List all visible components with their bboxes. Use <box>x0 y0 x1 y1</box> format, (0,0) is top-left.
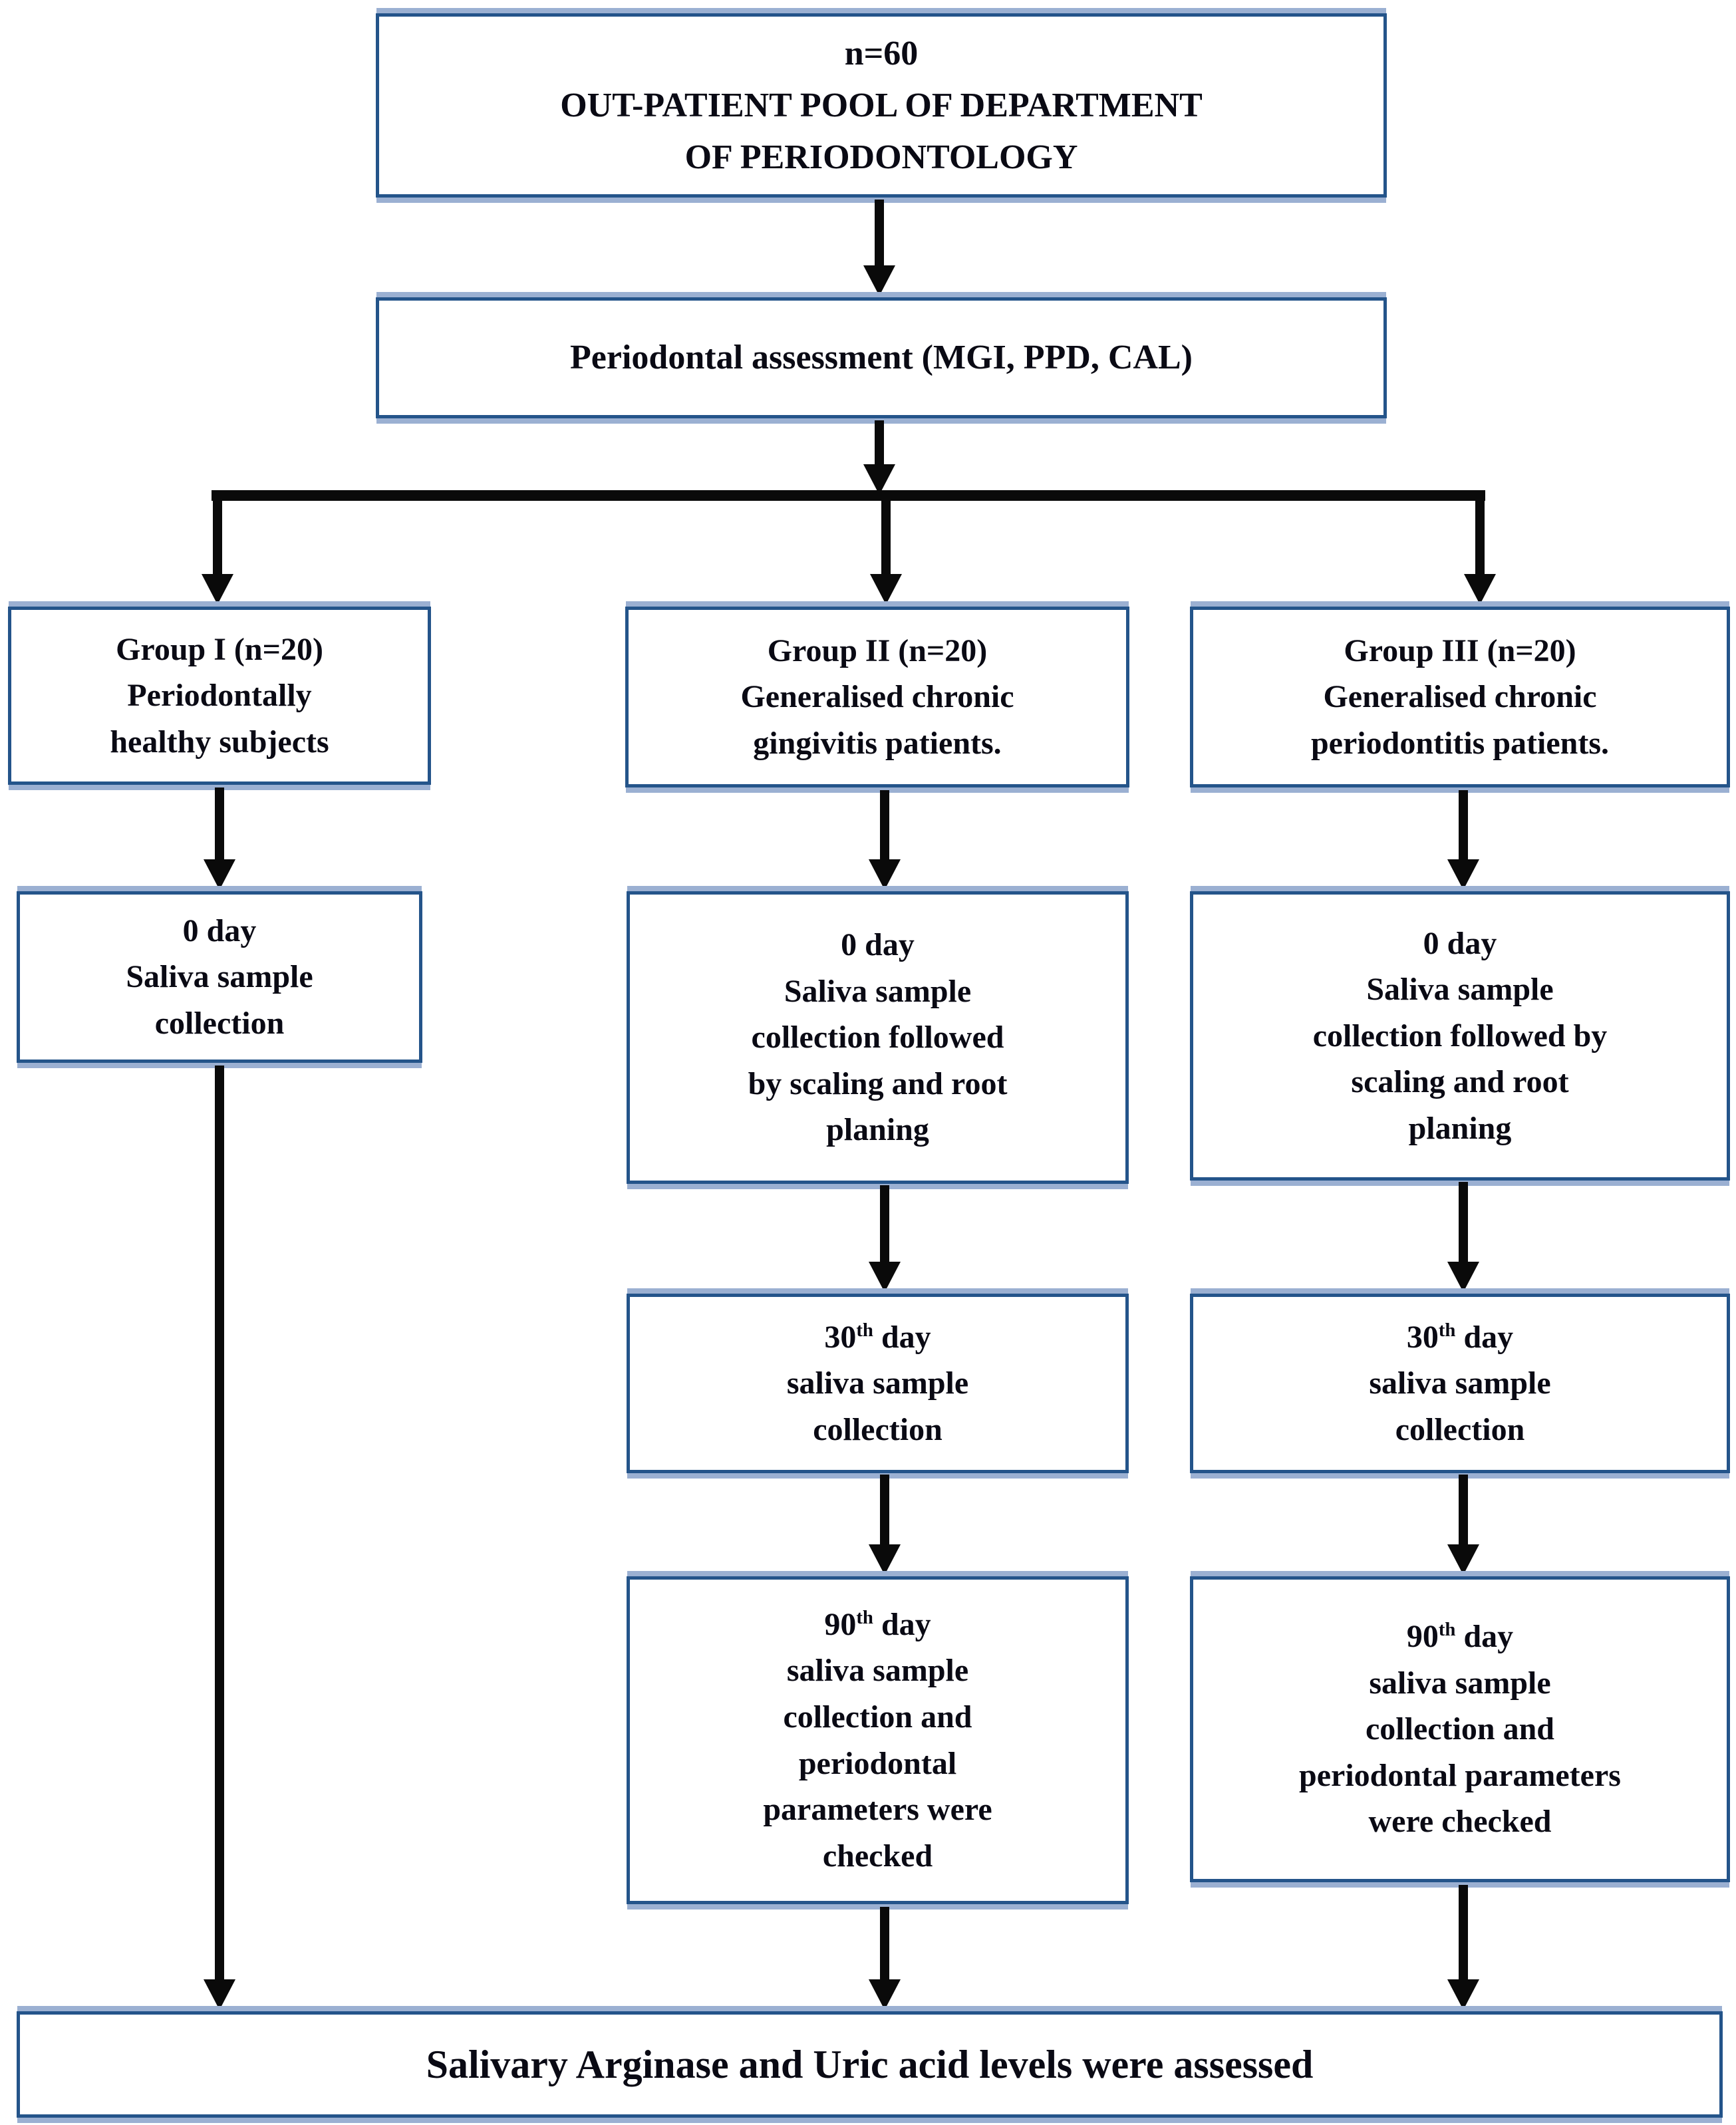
outcome-box: Salivary Arginase and Uric acid levels w… <box>17 2011 1723 2118</box>
arrow-branch-to-group3 <box>1464 501 1496 605</box>
arrow-group2-to-day0 <box>869 790 901 890</box>
branch-line <box>212 490 1485 501</box>
assessment-box: Periodontal assessment (MGI, PPD, CAL) <box>376 297 1387 418</box>
assessment-box-text: Periodontal assessment (MGI, PPD, CAL) <box>570 339 1193 376</box>
arrow-day30-to-day90-group3 <box>1447 1475 1479 1575</box>
outcome-box-text: Salivary Arginase and Uric acid levels w… <box>426 2043 1314 2086</box>
arrow-branch-to-group1 <box>202 501 233 605</box>
arrow-branch-to-group2 <box>870 501 902 605</box>
arrow-day90-group2-to-outcome <box>869 1907 901 2010</box>
arrow-day30-to-day90-group2 <box>869 1475 901 1575</box>
arrow-pool-to-assessment <box>863 200 895 296</box>
arrow-day0-to-day30-group2 <box>869 1185 901 1292</box>
arrow-group3-to-day0 <box>1447 790 1479 890</box>
arrow-assessment-to-branch <box>863 420 895 495</box>
arrow-day90-group3-to-outcome <box>1447 1885 1479 2010</box>
arrow-day0-group1-to-outcome <box>204 1065 235 2010</box>
arrow-group1-to-day0 <box>204 787 235 890</box>
arrow-day0-to-day30-group3 <box>1447 1182 1479 1292</box>
